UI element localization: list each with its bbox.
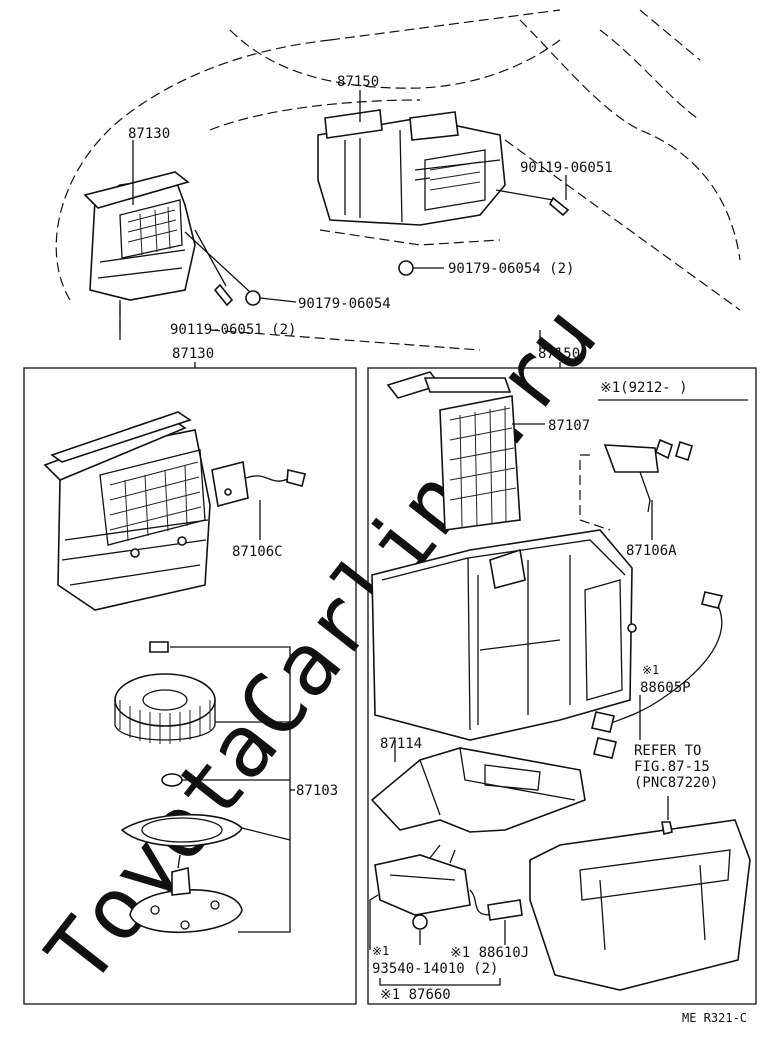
leader-lines-87103: [170, 646, 295, 933]
blower-unit-top: [83, 171, 196, 301]
label-bolt-right: 90119-06051: [520, 160, 613, 176]
refer-line-2: FIG.87-15: [634, 759, 710, 775]
label-88605p-marker: ※1: [642, 663, 659, 677]
heater-core-87107: [386, 371, 545, 531]
diagram-code: ME R321-C: [682, 1011, 747, 1025]
label-88610j: ※1 88610J: [450, 945, 529, 961]
label-88605p: 88605P: [640, 680, 691, 696]
screw-icon: [412, 914, 428, 930]
fastener-group-top: [184, 189, 570, 307]
bolt-icon: [213, 283, 234, 307]
label-87660: ※1 87660: [380, 987, 451, 1003]
applicability-note: ※1(9212- ): [600, 380, 688, 396]
label-93540: 93540-14010 (2): [372, 961, 498, 977]
label-87107: 87107: [548, 418, 590, 434]
heater-unit-top: [317, 109, 506, 226]
label-screw-marker: ※1: [372, 944, 389, 958]
label-nut-right: 90179-06054 (2): [448, 261, 574, 277]
section-title-left: 87130: [172, 346, 214, 362]
refer-line-1: REFER TO: [634, 743, 701, 759]
nut-icon: [245, 290, 261, 306]
section-title-right: 87150: [538, 346, 580, 362]
label-87150-top: 87150: [337, 74, 379, 90]
blower-motor-parts: [114, 641, 243, 934]
label-87103: 87103: [296, 783, 338, 799]
label-87130-top: 87130: [128, 126, 170, 142]
label-bolt-left: 90119-06051 (2): [170, 322, 296, 338]
right-panel-frame: [367, 367, 757, 1005]
bolt-icon: [549, 196, 570, 217]
cooling-unit-ref: [529, 796, 751, 991]
bracket-line-87660: [379, 978, 501, 986]
vehicle-dashboard-outline: [55, 9, 741, 351]
leader-lines-top: [119, 90, 567, 350]
wire-harness-88605p: [591, 591, 724, 759]
nut-icon: [398, 260, 414, 276]
label-87106a: 87106A: [626, 543, 677, 559]
label-87114: 87114: [380, 736, 422, 752]
blower-case: [43, 411, 211, 611]
bracket-87106a: [579, 438, 693, 540]
refer-line-3: (PNC87220): [634, 775, 718, 791]
left-panel-frame: [23, 367, 357, 1005]
duct-87114: [370, 740, 586, 833]
bracket-87106c: [211, 461, 306, 540]
amplifier-87660: [369, 844, 523, 950]
label-nut-left: 90179-06054: [298, 296, 391, 312]
heater-case: [371, 529, 637, 741]
label-87106c: 87106C: [232, 544, 283, 560]
